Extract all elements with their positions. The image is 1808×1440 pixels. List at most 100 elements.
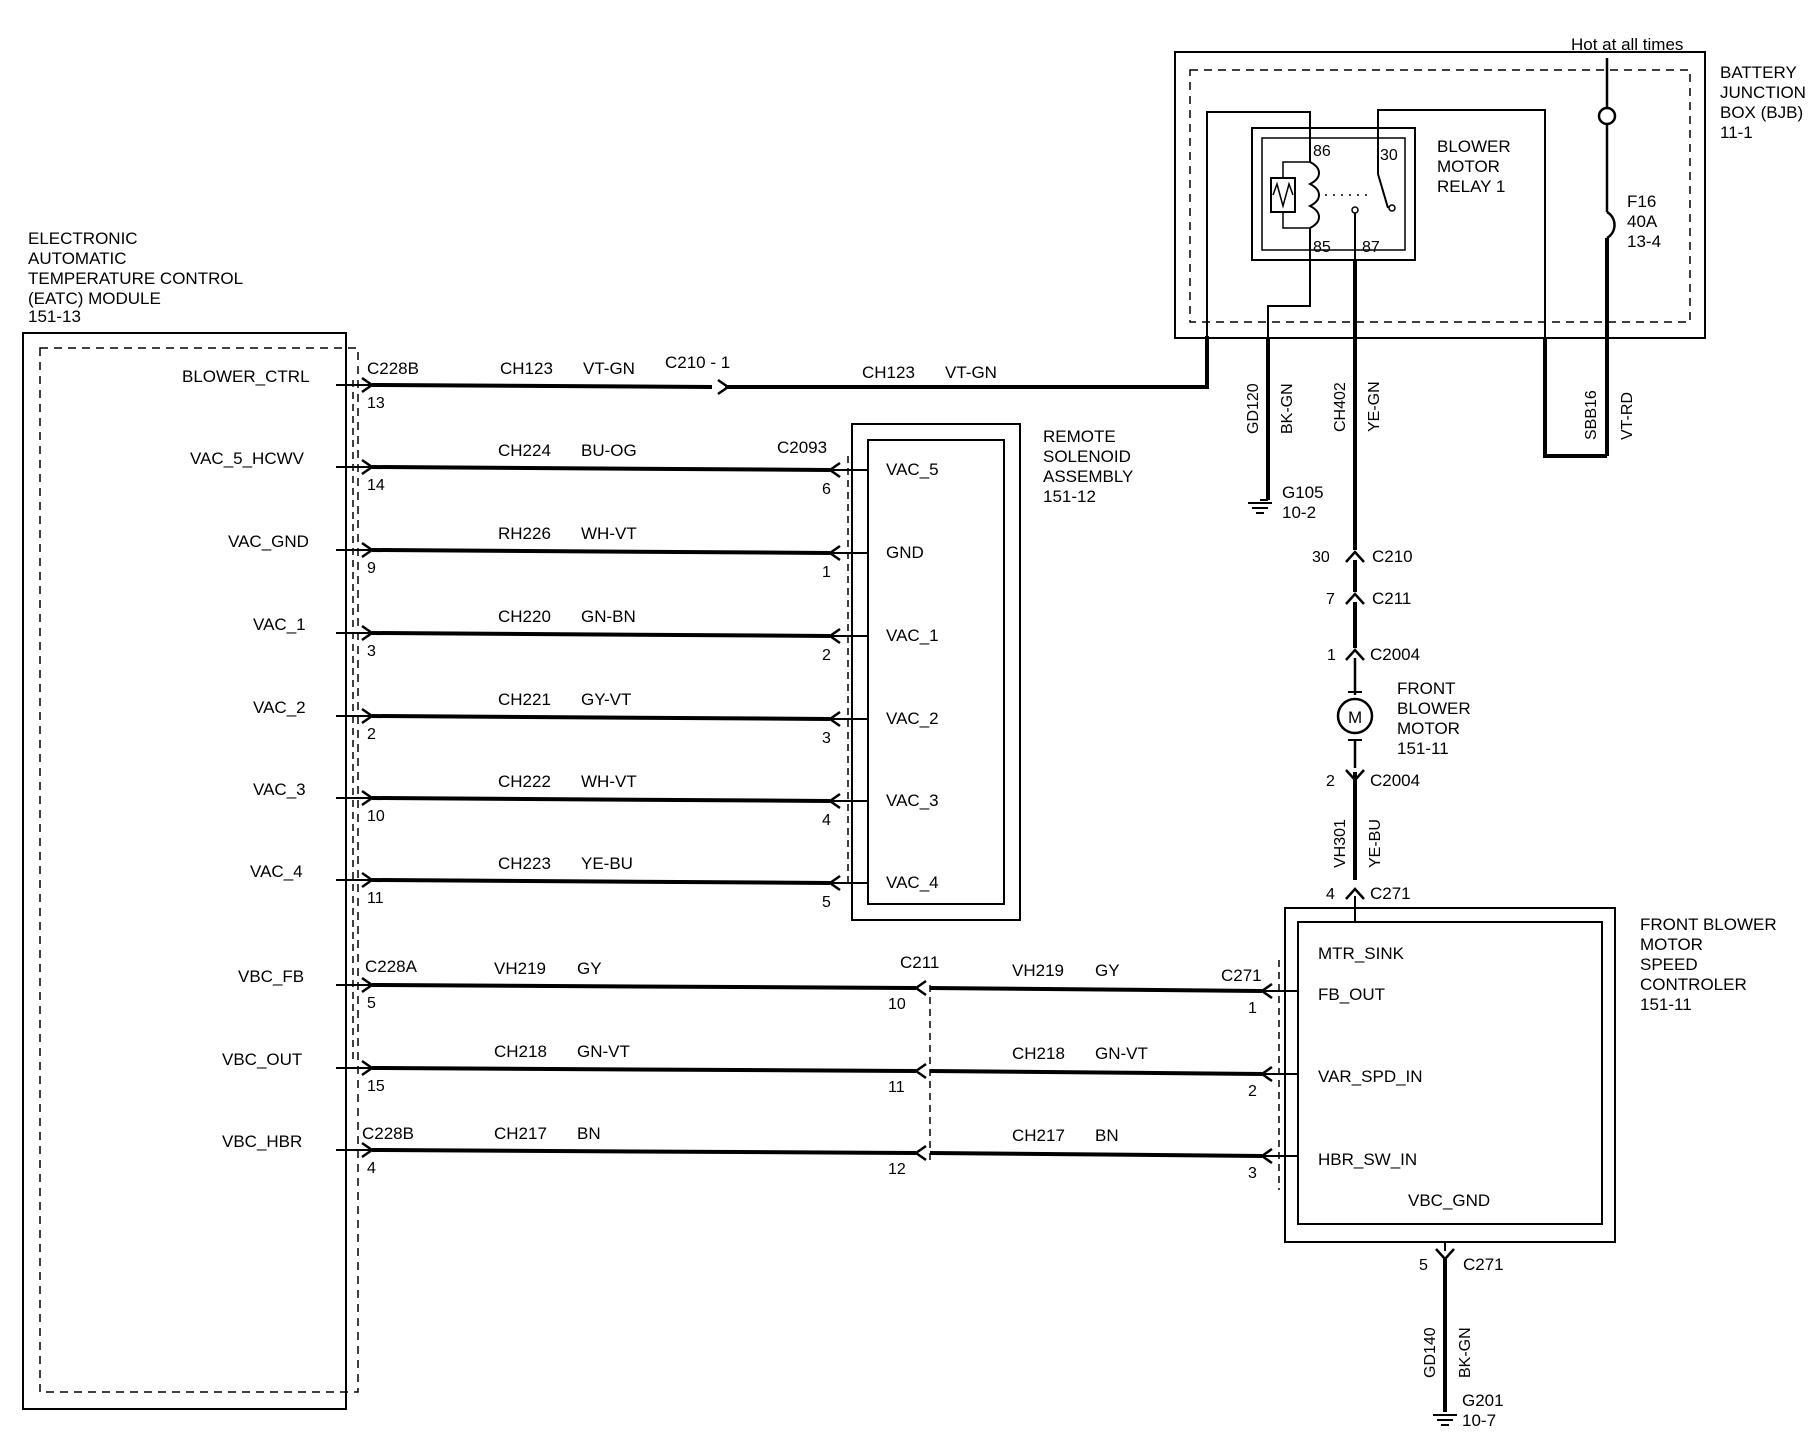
wire-circuit-label: GD140 [1422,1327,1439,1378]
eatc-pin-number: 4 [367,1160,376,1177]
blower-motor-relay: 86 30 85 87 BLOWER MOTOR RELAY 1 [1251,127,1511,261]
blower-ctrl-wire: C210 - 1 CH123 VT-GN [665,336,1209,396]
wire-line [929,986,1263,993]
connector-c210-arrow [717,378,731,396]
eatc-name-line: 151-13 [28,307,81,326]
connector-label: C211 [1372,589,1411,608]
wire-color-label: VT-GN [945,363,997,382]
eatc-pin-label: BLOWER_CTRL [182,367,310,386]
controller-pin-label: FB_OUT [1318,985,1385,1004]
solenoid-pin-number: 4 [822,812,831,829]
fuse-label: 40A [1627,212,1658,231]
wire-circuit-label: CH123 [500,359,553,378]
eatc-pin-label: VAC_1 [253,615,306,634]
wire-color-label: GY [577,959,602,978]
motor-symbol: M [1348,708,1362,727]
connector-label: C2004 [1370,645,1420,664]
wire-line [371,631,831,638]
wire-color-label: BU-OG [581,441,637,460]
controller-pin-label: VBC_GND [1408,1191,1490,1210]
c271-pin-number: 1 [1248,1000,1257,1017]
wire-line [929,1151,1263,1158]
fuse-label: 13-4 [1627,232,1661,251]
ground-icon [1432,1414,1458,1426]
hot-at-all-times: Hot at all times [1571,35,1683,54]
connector-label: C271 [1370,884,1411,903]
solenoid-pin-number: 1 [822,564,831,581]
wire-line [371,796,831,803]
wire-color-label: YE-BU [1367,819,1384,868]
eatc-name-line: TEMPERATURE CONTROL [28,269,243,288]
ground-icon [1247,502,1273,514]
c211-pin-number: 10 [888,996,906,1013]
motor-icon [1336,697,1374,735]
controller-name-line: MOTOR [1640,935,1703,954]
bjb-name-line: BATTERY [1720,63,1797,82]
solenoid-name-line: 151-12 [1043,487,1096,506]
wire-line [371,983,917,990]
solenoid-pin-number: 2 [822,647,831,664]
eatc-pin-label: VAC_3 [253,780,306,799]
battery-junction-box: BATTERY JUNCTION BOX (BJB) 11-1 Hot at a… [1174,35,1806,522]
wire-circuit-label: SBB16 [1583,390,1600,440]
wire-circuit-label: VH219 [1012,961,1064,980]
eatc-pin-number: 9 [367,560,376,577]
solenoid-pin-label: VAC_3 [886,791,939,810]
c271-pin-number: 2 [1248,1083,1257,1100]
eatc-name-line: ELECTRONIC [28,229,138,248]
wire-circuit-label: CH218 [1012,1044,1065,1063]
relay-pin: 87 [1362,239,1380,256]
connector-arrow [827,792,841,810]
connector-arrow [827,544,841,562]
solenoid-name-line: REMOTE [1043,427,1116,446]
relay-switch-icon [1377,173,1389,209]
wire-circuit-label: CH402 [1332,382,1349,432]
controller-pin-label: VAR_SPD_IN [1318,1067,1423,1086]
front-blower-motor: M FRONT BLOWER MOTOR 151-11 [1336,679,1471,758]
wire-circuit-label: VH219 [494,959,546,978]
solenoid-name-line: ASSEMBLY [1043,467,1133,486]
wire-color-label: BN [577,1124,601,1143]
connector-label: C210 [1372,547,1413,566]
connector-c210-inline: C210 - 1 [665,353,730,372]
wire-line [371,548,831,555]
eatc-pin-number: 2 [367,726,376,743]
eatc-pin-label: VBC_HBR [222,1132,302,1151]
eatc-pin-labels: BLOWER_CTRLVAC_5_HCWVVAC_GNDVAC_1VAC_2VA… [182,367,310,1151]
bjb-name-line: BOX (BJB) [1720,103,1803,122]
wire-color-label: VT-RD [1619,392,1636,440]
eatc-pin-number: 15 [367,1078,385,1095]
wire-color-label: GY [1095,961,1120,980]
relay-name-line: MOTOR [1437,157,1500,176]
fuse-icon [1606,210,1616,240]
wire-circuit-label: CH217 [494,1124,547,1143]
wire-color-label: BK-GN [1457,1327,1474,1378]
eatc-pin-label: VAC_GND [228,532,309,551]
wire-line [371,1066,917,1073]
solenoid-pin-number: 5 [822,894,831,911]
connector-arrow [827,874,841,892]
wire-circuit-label: CH123 [862,363,915,382]
solenoid-pin-label: VAC_1 [886,626,939,645]
controller-pin-label: MTR_SINK [1318,944,1405,963]
relay-name-line: RELAY 1 [1437,177,1505,196]
connector-pin: 1 [1327,647,1336,664]
wire-circuit-label: CH221 [498,690,551,709]
wire-line [371,714,831,721]
controller-name-line: SPEED [1640,955,1698,974]
wire-color-label: BK-GN [1279,383,1296,434]
connector-arrow [913,979,927,997]
wire-line [371,1148,917,1155]
eatc-pin-label: VAC_4 [250,862,303,881]
eatc-pin-label: VAC_2 [253,698,306,717]
connector-label: C271 [1463,1255,1504,1274]
eatc-pin-number: 11 [367,890,384,907]
wire-color-label: WH-VT [581,772,637,791]
ground-label: G201 [1462,1391,1504,1410]
eatc-pin-number: 3 [367,643,376,660]
connector-label: C228B [367,359,419,378]
wire-line [929,1069,1263,1076]
eatc-pin-label: VBC_FB [238,967,304,986]
